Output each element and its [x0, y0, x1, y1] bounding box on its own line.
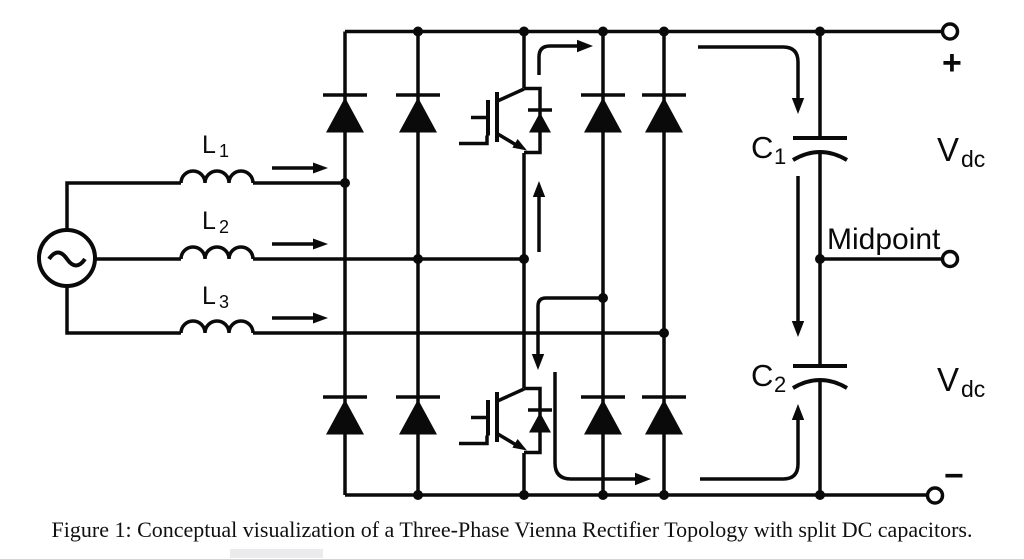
label-l2-base: L	[202, 207, 216, 235]
wire	[65, 286, 181, 335]
label-vdc-top: V dc	[937, 131, 985, 172]
label-l1: L 1	[202, 131, 229, 161]
junction-dot	[659, 26, 669, 37]
flow-arrow-into-bottom-switch	[531, 296, 603, 370]
junction-dot	[815, 490, 825, 500]
junction-dot	[413, 26, 423, 37]
current-arrow-l2	[270, 236, 330, 252]
label-c1-sub: 1	[774, 144, 786, 169]
wire	[65, 181, 181, 230]
junction-dot	[659, 490, 669, 500]
inductor-coil-l3	[179, 319, 255, 334]
figure-caption: Figure 1: Conceptual visualization of a …	[51, 517, 973, 542]
label-minus: −	[944, 457, 964, 495]
negative-terminal	[925, 486, 945, 505]
diode-top-2	[394, 93, 442, 135]
phase-c-line	[65, 286, 664, 335]
label-vdc-top-base: V	[937, 131, 959, 168]
diode-bottom-4	[640, 395, 688, 437]
ac-source	[37, 228, 97, 288]
capacitor-curved-plate	[791, 378, 849, 390]
positive-terminal	[940, 22, 960, 41]
label-l3: L 3	[202, 282, 229, 312]
inductor-coil-l2	[179, 245, 255, 260]
junction-dot	[519, 490, 529, 500]
junction-dot	[519, 254, 529, 264]
label-vdc-bottom: V dc	[937, 361, 985, 402]
junction-dot	[815, 26, 825, 37]
capacitor-c1	[791, 136, 849, 162]
midpoint-terminal	[940, 249, 960, 269]
label-midpoint: Midpoint	[827, 223, 941, 256]
junction-dot	[519, 26, 529, 37]
label-c2-base: C	[751, 358, 773, 393]
label-c1: C 1	[751, 130, 786, 169]
diode-top-3	[579, 93, 627, 135]
current-arrow-l1	[270, 160, 330, 176]
diode-bottom-2	[394, 395, 442, 437]
diode-bottom-1	[321, 395, 369, 437]
junction-dot	[598, 490, 608, 500]
label-l1-sub: 1	[219, 141, 229, 161]
diode-bottom-3	[579, 395, 627, 437]
label-c2-sub: 2	[774, 372, 786, 397]
label-c2: C 2	[751, 358, 786, 397]
flow-arrow-into-c2-bottom	[700, 404, 805, 481]
label-vdc-bottom-sub: dc	[961, 376, 985, 402]
label-l3-sub: 3	[219, 292, 229, 312]
diode-top-1	[321, 93, 369, 135]
label-vdc-top-sub: dc	[961, 146, 985, 172]
label-l2-sub: 2	[219, 217, 229, 237]
flow-arrow-c1-to-c2	[791, 176, 805, 337]
label-plus: +	[942, 44, 962, 82]
sine-wave-icon	[47, 250, 87, 268]
junction-dot	[598, 293, 608, 303]
capacitor-curved-plate	[791, 150, 849, 162]
current-arrow-l3	[270, 310, 330, 326]
label-l1-base: L	[202, 131, 216, 159]
inductor-coil-l1	[179, 169, 255, 184]
flow-arrow-bottom-switch-out	[553, 372, 651, 486]
junction-dot	[659, 328, 669, 338]
label-l3-base: L	[202, 282, 216, 310]
label-l2: L 2	[202, 207, 229, 237]
igbt-bottom	[457, 386, 554, 455]
phase-a-line	[65, 160, 345, 230]
diode-top-4	[640, 93, 688, 135]
label-c1-base: C	[751, 130, 773, 165]
junction-dot	[815, 254, 825, 264]
junction-dot	[340, 178, 350, 188]
flow-arrow-up-mid-column	[532, 181, 546, 252]
phase-b-line	[95, 236, 524, 261]
label-vdc-bottom-base: V	[937, 361, 959, 398]
flow-arrow-top-switch-out	[537, 39, 593, 75]
junction-dots	[340, 26, 825, 500]
igbt-top	[457, 86, 554, 155]
junction-dot	[413, 490, 423, 500]
junction-dot	[598, 26, 608, 37]
render-artifact-bar	[230, 549, 323, 558]
junction-dot	[413, 254, 423, 264]
capacitor-c2	[791, 364, 849, 390]
flow-arrow-into-c1	[698, 45, 805, 114]
